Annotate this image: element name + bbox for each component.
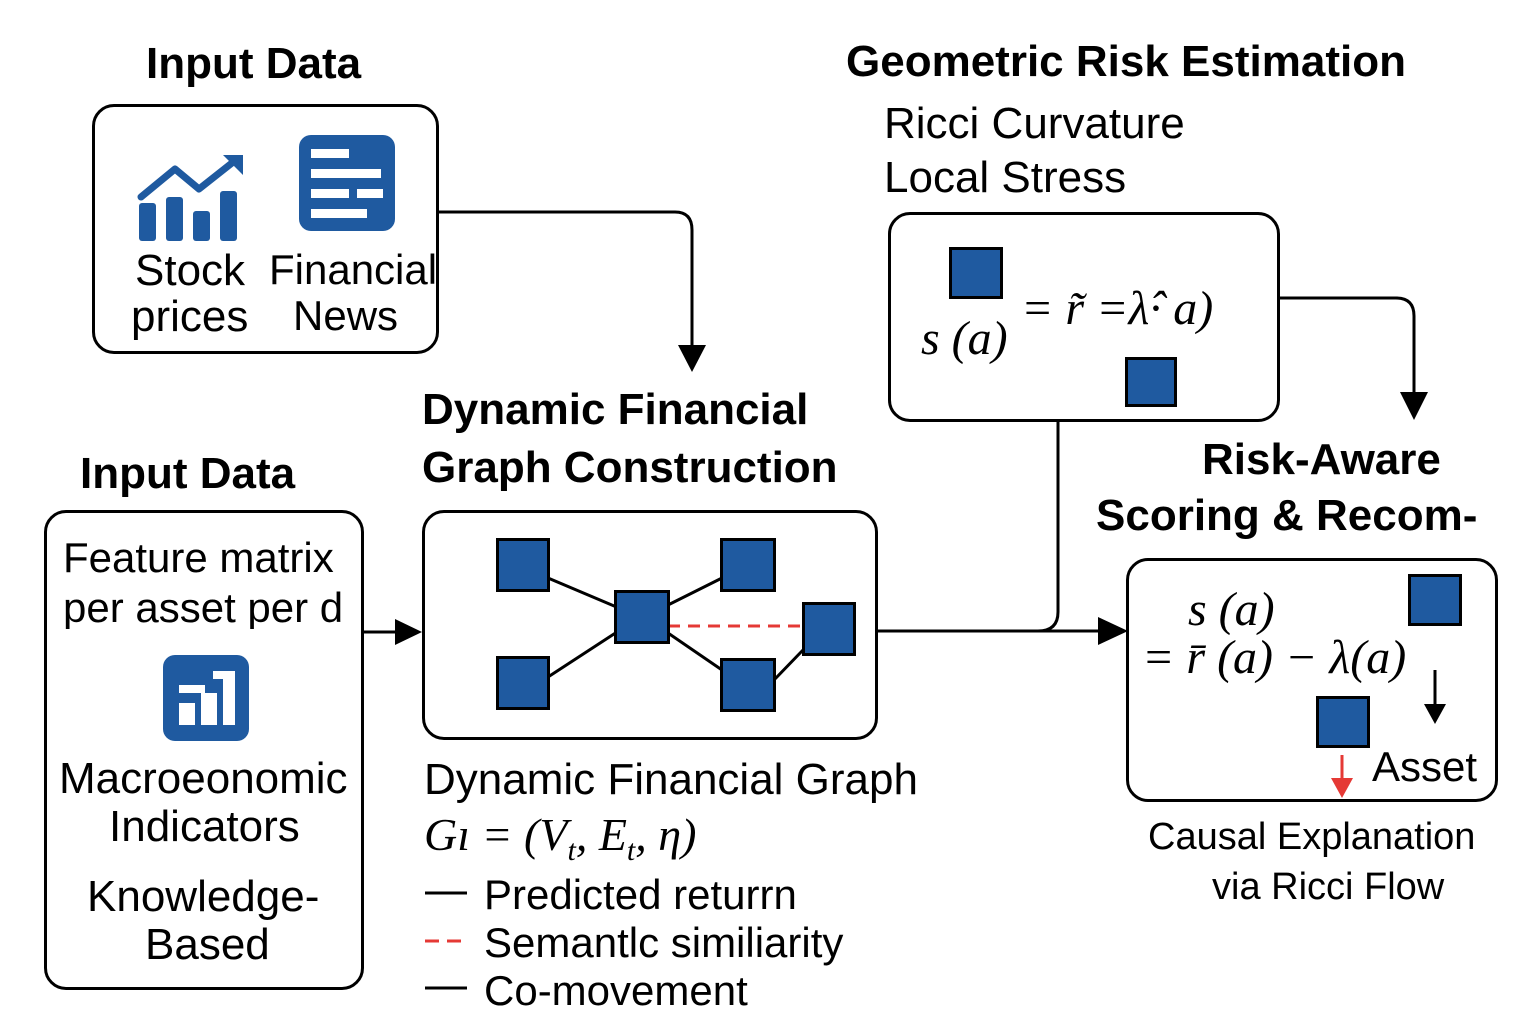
legend-co-movement: Co-movement <box>484 967 748 1014</box>
knowledge-based-label-2: Based <box>145 920 270 969</box>
graph-box <box>422 510 878 740</box>
score-formula-line2: = r̄ (a) − λ(a) <box>1142 631 1407 684</box>
financial-news-label-1: Financial <box>269 246 438 293</box>
graph-node <box>496 656 550 710</box>
graph-caption: Dynamic Financial Graph <box>424 755 918 804</box>
legend-predicted-return: Predicted returrn <box>484 871 797 918</box>
graph-node <box>720 538 776 592</box>
input-data-box-top: Stock prices Financial News <box>92 104 439 354</box>
risk-formula-right: = r̃ =λ̂· a) <box>1021 282 1214 335</box>
causal-explanation-label-2: via Ricci Flow <box>1212 866 1445 908</box>
arrow-input-to-graph <box>438 210 694 352</box>
geometric-box: s (a) = r̃ =λ̂· a) <box>888 212 1280 422</box>
graph-node <box>496 538 550 592</box>
input-data-title-top: Input Data <box>146 39 362 88</box>
graph-formula: Gı = (Vt, Et, η) <box>424 809 697 868</box>
node-square <box>1316 696 1370 748</box>
macro-indicators-label-2: Indicators <box>109 802 300 851</box>
newspaper-icon <box>299 135 395 231</box>
ricci-curvature-label: Ricci Curvature <box>884 99 1185 148</box>
stock-prices-label-2: prices <box>131 292 249 341</box>
arrow-geometric-to-scoring <box>1280 296 1416 396</box>
line-geometric-to-flow <box>1037 422 1060 633</box>
graph-node-center <box>614 590 670 644</box>
stock-prices-label-1: Stock <box>135 246 246 295</box>
graph-construction-title-2: Graph Construction <box>422 443 838 492</box>
scoring-title-2: Scoring & Recom- <box>1096 491 1478 540</box>
financial-news-label-2: News <box>293 292 399 339</box>
graph-node <box>802 602 856 656</box>
input-data-title-bottom: Input Data <box>80 449 296 498</box>
feature-matrix-label-1: Feature matrix <box>63 534 334 581</box>
causal-explanation-label-1: Causal Explanation <box>1148 816 1476 858</box>
geometric-risk-title: Geometric Risk Estimation <box>846 37 1406 86</box>
edge-co-movement <box>772 648 805 682</box>
scoring-box <box>1126 558 1498 802</box>
node-square <box>949 247 1003 299</box>
chart-trend-icon <box>137 155 243 241</box>
knowledge-based-label-1: Knowledge- <box>87 872 320 921</box>
scoring-title-1: Risk-Aware <box>1202 435 1441 484</box>
dashboard-icon <box>163 655 249 741</box>
legend-semantic-similarity: Semantlc similiarity <box>484 919 844 966</box>
edge-predicted-return <box>667 631 723 672</box>
graph-construction-title-1: Dynamic Financial <box>422 385 809 434</box>
edge-predicted-return <box>667 576 723 607</box>
local-stress-label: Local Stress <box>884 153 1127 202</box>
node-square <box>1125 357 1177 407</box>
graph-node <box>720 658 776 712</box>
asset-label: Asset <box>1372 743 1478 790</box>
score-formula-line1: s (a) <box>1188 583 1275 636</box>
input-data-box-bottom: Feature matrix per asset per d Macroeono… <box>44 510 364 990</box>
node-square <box>1408 574 1462 626</box>
macro-indicators-label-1: Macroeonomic <box>59 754 348 803</box>
risk-formula-left: s (a) <box>921 312 1008 365</box>
feature-matrix-label-2: per asset per d <box>63 587 344 629</box>
